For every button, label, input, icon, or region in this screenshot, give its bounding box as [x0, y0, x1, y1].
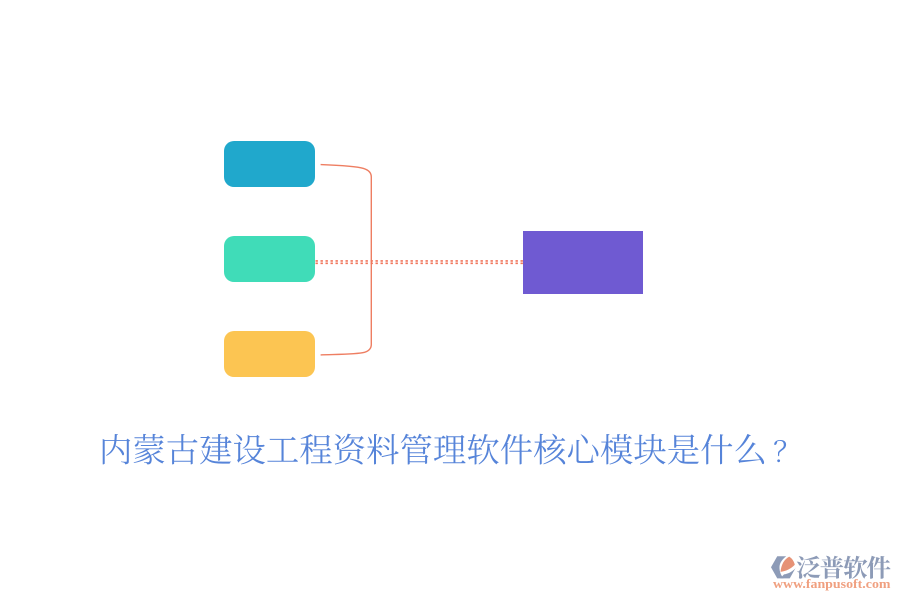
- svg-text:www.fanpusoft.com: www.fanpusoft.com: [773, 576, 891, 591]
